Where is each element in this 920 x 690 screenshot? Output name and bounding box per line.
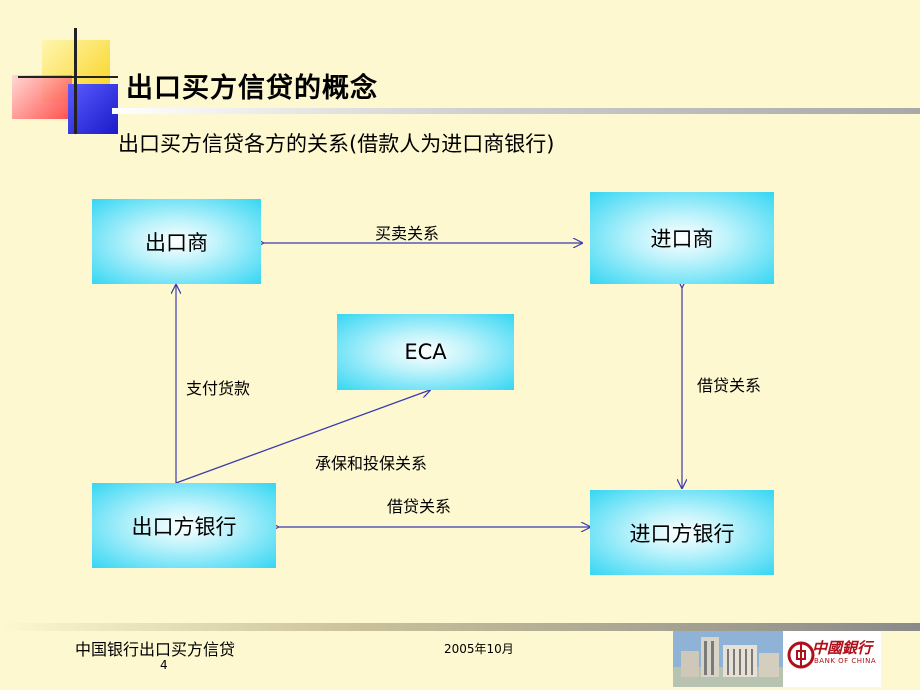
edge-label-insurance: 承保和投保关系	[315, 454, 428, 473]
title-divider	[112, 108, 920, 114]
footer-divider	[0, 623, 920, 631]
bank-building-image	[673, 631, 815, 687]
deco-red-square	[12, 75, 72, 119]
node-exporter-label: 出口商	[145, 230, 208, 255]
edge-label-loan-right: 借贷关系	[697, 376, 762, 395]
node-importer-bank: 进口方银行	[590, 490, 774, 575]
edge-label-trade: 买卖关系	[375, 224, 440, 243]
edge-label-loan-bottom: 借贷关系	[387, 497, 452, 516]
bank-logo-name: 中國銀行	[812, 639, 873, 657]
slide-title: 出口买方信贷的概念	[126, 73, 378, 104]
node-exporter: 出口商	[92, 199, 261, 284]
bank-logo-banner	[673, 631, 881, 687]
footer-date: 2005年10月	[444, 642, 514, 656]
slide-subtitle: 出口买方信贷各方的关系(借款人为进口商银行)	[118, 132, 555, 156]
deco-vertical-line	[74, 28, 77, 134]
bank-logo-subtext: BANK OF CHINA	[814, 657, 877, 665]
node-importer-label: 进口商	[650, 227, 714, 251]
page-number: 4	[160, 658, 168, 672]
edge-label-payment: 支付货款	[186, 379, 251, 398]
deco-horizontal-line	[18, 76, 118, 78]
node-exporter-bank: 出口方银行	[92, 483, 276, 568]
node-importer: 进口商	[590, 192, 774, 284]
node-exporter-bank-label: 出口方银行	[131, 514, 237, 539]
arrow-insurance	[175, 390, 430, 484]
node-eca-label: ECA	[404, 340, 447, 364]
node-eca: ECA	[337, 314, 514, 390]
footer-title: 中国银行出口买方信贷	[75, 640, 236, 659]
node-importer-bank-label: 进口方银行	[629, 521, 735, 546]
